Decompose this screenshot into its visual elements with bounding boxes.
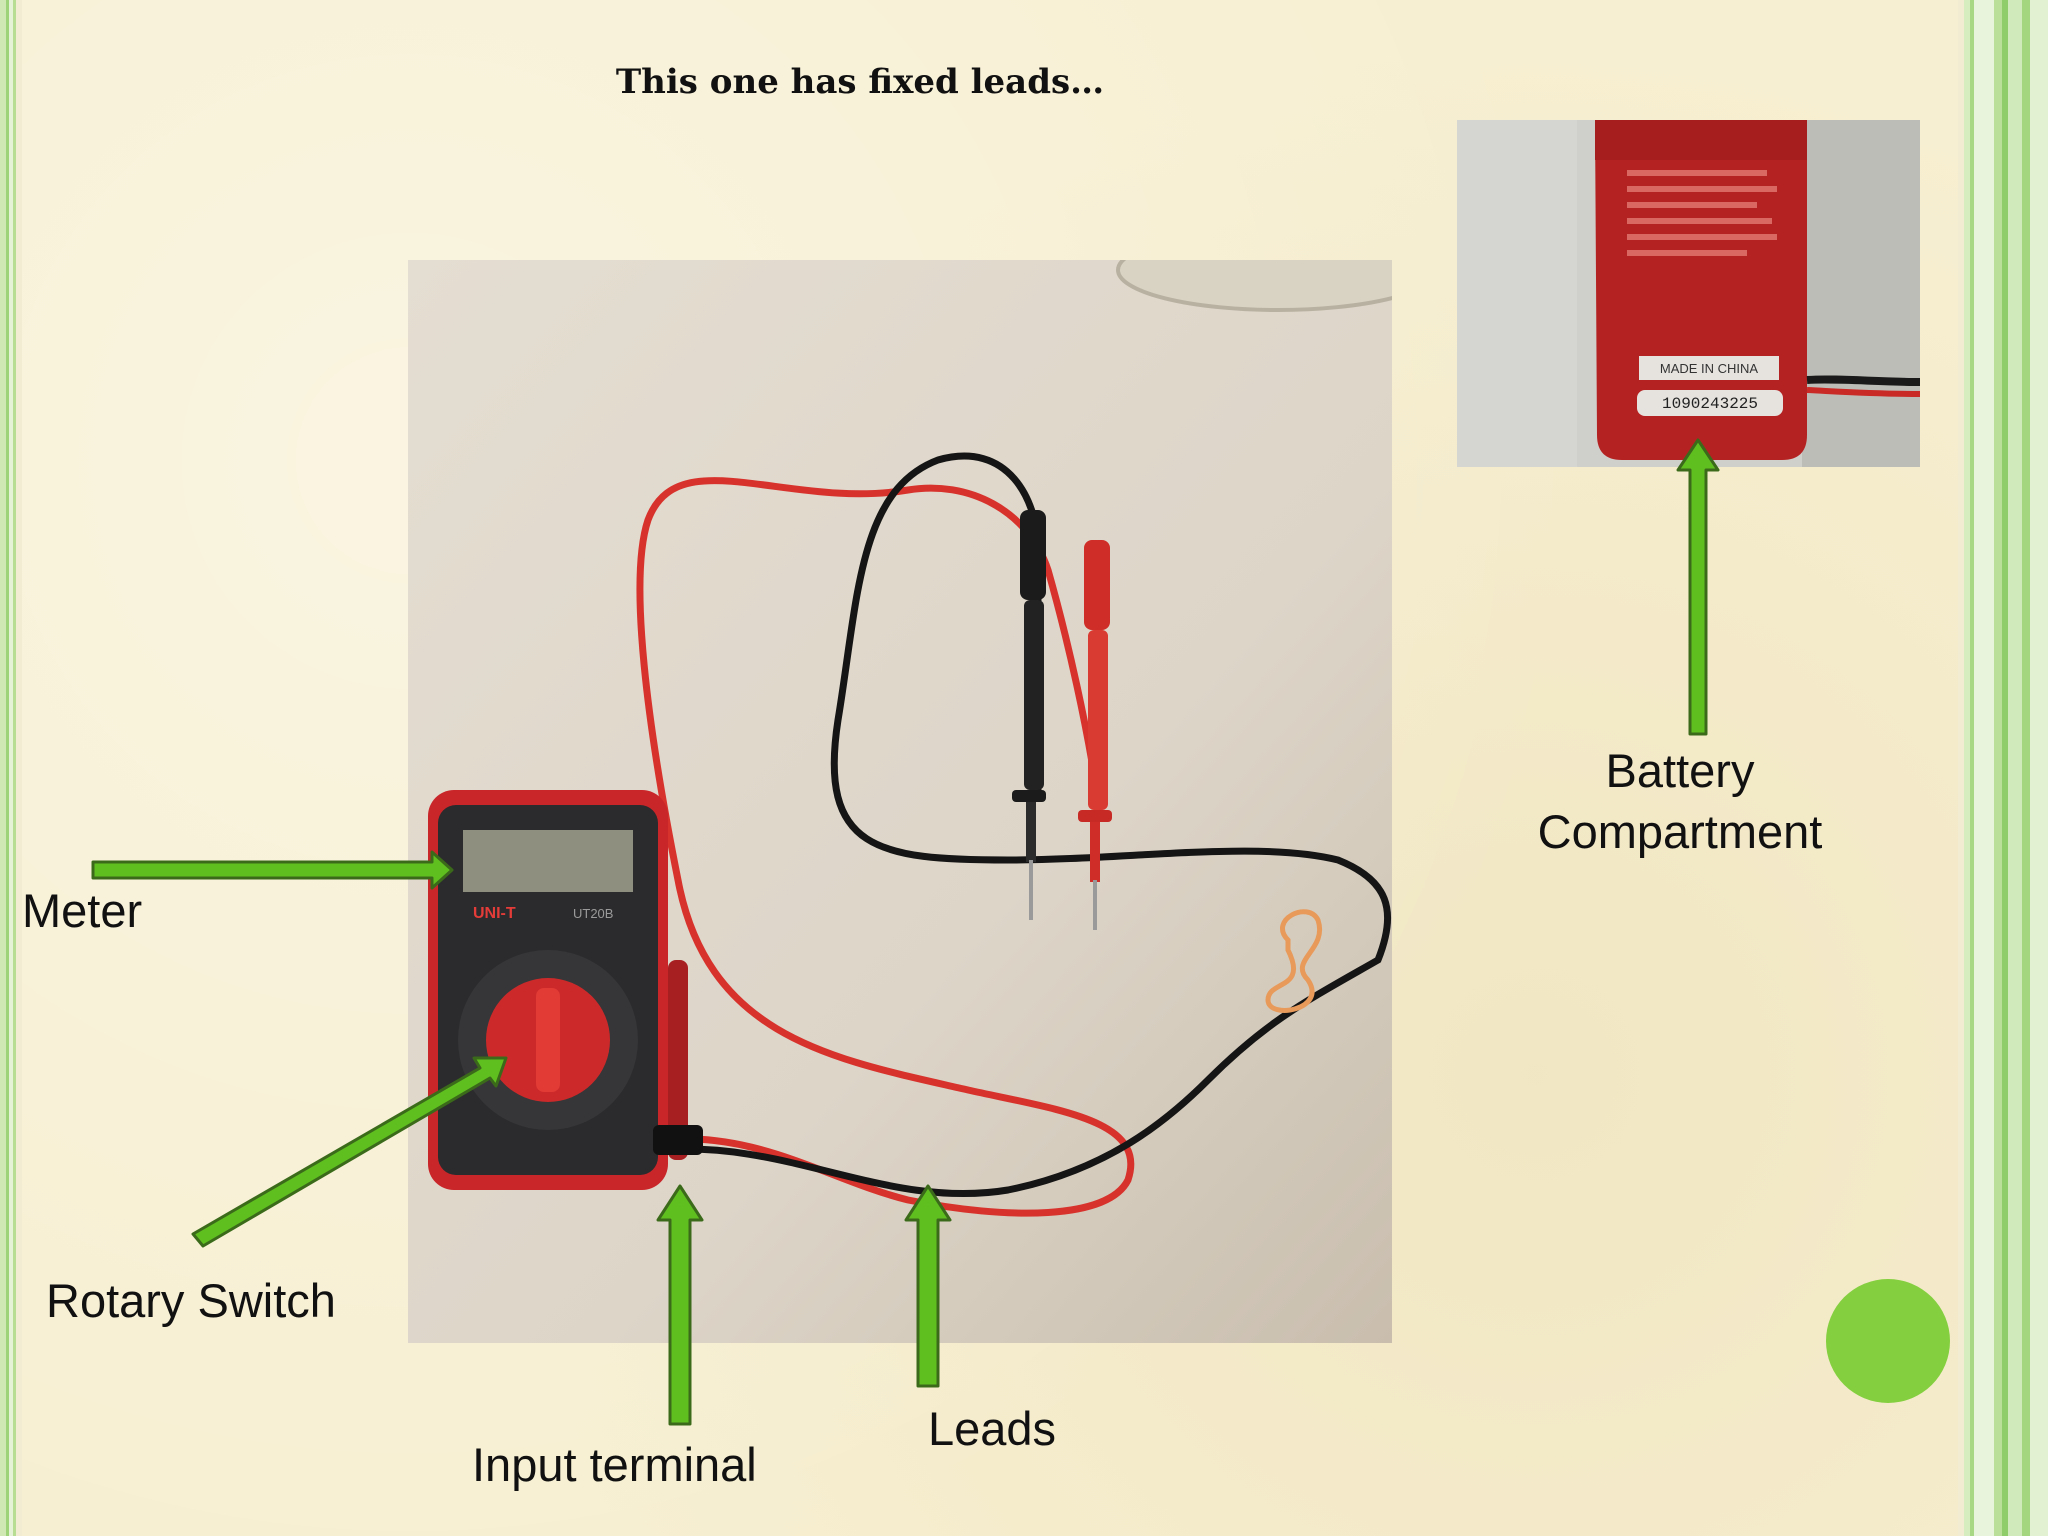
serial-label bbox=[1637, 390, 1783, 416]
made-in-text: MADE IN CHINA bbox=[1660, 361, 1759, 376]
rubber-band bbox=[1265, 909, 1323, 1013]
multimeter-photo: UNI-T UT20B bbox=[408, 260, 1392, 1343]
rotary-switch-label: Rotary Switch bbox=[46, 1274, 336, 1327]
model-text: UT20B bbox=[573, 906, 613, 921]
brand-text: UNI-T bbox=[473, 905, 516, 922]
right-border-stripes bbox=[1958, 0, 2048, 1536]
meter-arrow bbox=[91, 850, 454, 890]
multimeter-body: UNI-T UT20B bbox=[428, 790, 703, 1190]
battery-compartment-photo: MADE IN CHINA 1090243225 bbox=[1457, 120, 1920, 467]
green-circle-decoration bbox=[1826, 1279, 1950, 1403]
left-border-stripes bbox=[0, 0, 22, 1536]
input-terminal-label: Input terminal bbox=[472, 1438, 757, 1491]
battery-label-line1: Battery bbox=[1605, 744, 1755, 797]
red-probe bbox=[1078, 540, 1112, 930]
battery-arrow bbox=[1676, 438, 1720, 736]
leads-label: Leads bbox=[928, 1402, 1057, 1455]
meter-label: Meter bbox=[22, 884, 143, 937]
black-probe bbox=[1012, 510, 1046, 920]
battery-compartment-label: Battery Compartment bbox=[1520, 740, 1840, 862]
input-terminal-arrow bbox=[656, 1184, 704, 1426]
black-lead-wire bbox=[662, 452, 1392, 1197]
battery-label-line2: Compartment bbox=[1537, 805, 1823, 859]
slide-title: This one has fixed leads… bbox=[615, 62, 1105, 102]
lcd-display bbox=[463, 830, 633, 892]
made-in-label bbox=[1639, 356, 1779, 380]
rotary-switch-arrow bbox=[191, 1056, 508, 1248]
leads-arrow bbox=[904, 1184, 952, 1388]
serial-text: 1090243225 bbox=[1662, 395, 1758, 413]
input-terminal-block bbox=[653, 1125, 703, 1155]
red-lead-wire bbox=[636, 477, 1135, 1217]
round-object-edge bbox=[1116, 260, 1392, 312]
